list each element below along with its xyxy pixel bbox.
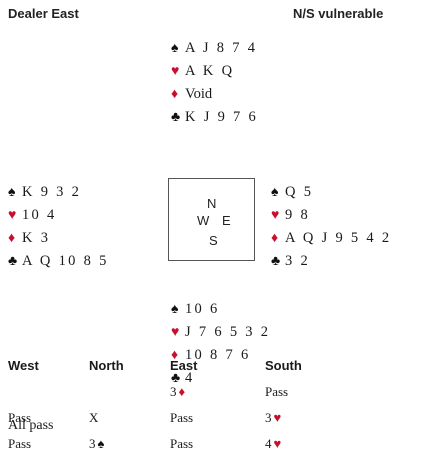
- auction-row: 3♦ Pass: [8, 384, 440, 410]
- dealer-label: Dealer East: [8, 6, 79, 21]
- compass-box: N W E S: [168, 178, 255, 261]
- west-hand: ♠ K 9 3 2 ♥ 10 4 ♦ K 3 ♣ A Q 10 8 5: [8, 181, 109, 273]
- club-icon: ♣: [171, 371, 181, 386]
- compass-west: W: [197, 213, 210, 228]
- auction-header-south: South: [265, 358, 302, 373]
- call-level: 3: [170, 384, 177, 399]
- compass-south: S: [209, 233, 218, 248]
- north-spades-cards: A J 8 7 4: [185, 40, 258, 56]
- south-hand: ♠10 6 ♥J 7 6 5 3 2 ♦10 8 7 6 ♣4: [171, 298, 270, 390]
- heart-icon: ♥: [8, 208, 17, 223]
- west-clubs-cards: A Q 10 8 5: [22, 253, 109, 269]
- diamond-icon: ♦: [271, 231, 279, 246]
- east-hearts-cards: 9 8: [285, 207, 311, 223]
- auction-call: Pass: [170, 410, 193, 426]
- club-icon: ♣: [8, 254, 18, 269]
- south-diamonds: ♦ 10 8 7 6: [171, 344, 270, 367]
- call-level: Pass: [170, 410, 194, 425]
- auction-header-north: North: [89, 358, 124, 373]
- call-level: 3: [265, 410, 272, 425]
- north-clubs-cards: K J 9 7 6: [185, 109, 259, 125]
- auction-call: 4♥: [265, 436, 281, 452]
- north-clubs: ♣ K J 9 7 6: [171, 106, 258, 129]
- south-spades-cards: 10 6: [185, 301, 220, 317]
- diamond-icon: ♦: [171, 348, 179, 363]
- east-hearts: ♥ 9 8: [271, 204, 391, 227]
- north-hearts: ♥ A K Q: [171, 60, 258, 83]
- auction-header-row: West North East South: [8, 358, 440, 384]
- compass-east: E: [222, 213, 231, 228]
- auction-call: 3♠: [89, 436, 104, 452]
- heart-icon: ♥: [271, 208, 280, 223]
- auction-final: All pass: [8, 418, 54, 433]
- call-level: Pass: [8, 410, 32, 425]
- west-diamonds: ♦ K 3: [8, 227, 109, 250]
- auction-call: 3♥: [265, 410, 281, 426]
- club-icon: ♣: [271, 254, 281, 269]
- auction-row: Pass X Pass 3♥: [8, 410, 440, 436]
- heart-icon: ♥: [273, 436, 282, 451]
- call-level: X: [89, 410, 99, 425]
- spade-icon: ♠: [171, 41, 179, 56]
- diamond-icon: ♦: [171, 87, 179, 102]
- south-clubs: ♣4: [171, 367, 270, 390]
- east-diamonds-cards: A Q J 9 5 4 2: [285, 230, 392, 246]
- east-hand: ♠ Q 5 ♥ 9 8 ♦ A Q J 9 5 4 2 ♣ 3 2: [271, 181, 391, 273]
- call-level: 4: [265, 436, 272, 451]
- heart-icon: ♥: [273, 410, 282, 425]
- call-level: Pass: [8, 436, 32, 451]
- spade-icon: ♠: [97, 436, 105, 451]
- west-diamonds-cards: K 3: [22, 230, 51, 246]
- auction-call: Pass: [8, 410, 31, 426]
- north-hand: ♠ A J 8 7 4 ♥ A K Q ♦ Void ♣ K J 9 7 6: [171, 37, 258, 129]
- auction-header-west: West: [8, 358, 39, 373]
- west-spades: ♠ K 9 3 2: [8, 181, 109, 204]
- south-spades: ♠ 10 6: [171, 298, 270, 321]
- spade-icon: ♠: [271, 185, 279, 200]
- north-hearts-cards: A K Q: [185, 63, 235, 79]
- auction-call: Pass: [265, 384, 288, 400]
- heart-icon: ♥: [171, 64, 180, 79]
- west-hearts-cards: 10 4: [22, 207, 57, 223]
- south-diamonds-cards: 10 8 7 6: [185, 347, 251, 363]
- spade-icon: ♠: [171, 302, 179, 317]
- east-clubs: ♣ 3 2: [271, 250, 391, 273]
- east-clubs-cards: 3 2: [285, 253, 311, 269]
- south-clubs-cards: 4: [185, 370, 195, 386]
- south-hearts-cards: J 7 6 5 3 2: [185, 324, 271, 340]
- diamond-icon: ♦: [8, 231, 16, 246]
- west-hearts: ♥ 10 4: [8, 204, 109, 227]
- call-level: 3: [89, 436, 96, 451]
- vulnerability-label: N/S vulnerable: [293, 6, 384, 21]
- compass-north: N: [207, 196, 217, 211]
- auction-call: Pass: [170, 436, 193, 452]
- south-hearts: ♥ J 7 6 5 3 2: [171, 321, 270, 344]
- call-level: Pass: [170, 436, 194, 451]
- north-diamonds: ♦ Void: [171, 83, 258, 106]
- heart-icon: ♥: [171, 325, 180, 340]
- east-diamonds: ♦ A Q J 9 5 4 2: [271, 227, 391, 250]
- west-spades-cards: K 9 3 2: [22, 184, 82, 200]
- call-level: Pass: [265, 384, 289, 399]
- diamond-icon: ♦: [178, 384, 186, 399]
- west-clubs: ♣ A Q 10 8 5: [8, 250, 109, 273]
- auction-call: Pass: [8, 436, 31, 452]
- east-spades-cards: Q 5: [285, 184, 314, 200]
- auction-header-east: East: [170, 358, 198, 373]
- north-spades: ♠ A J 8 7 4: [171, 37, 258, 60]
- spade-icon: ♠: [8, 185, 16, 200]
- auction-call: X: [89, 410, 98, 426]
- east-spades: ♠ Q 5: [271, 181, 391, 204]
- auction-call: 3♦: [170, 384, 185, 400]
- club-icon: ♣: [171, 110, 181, 125]
- north-diamonds-cards: Void: [185, 86, 213, 102]
